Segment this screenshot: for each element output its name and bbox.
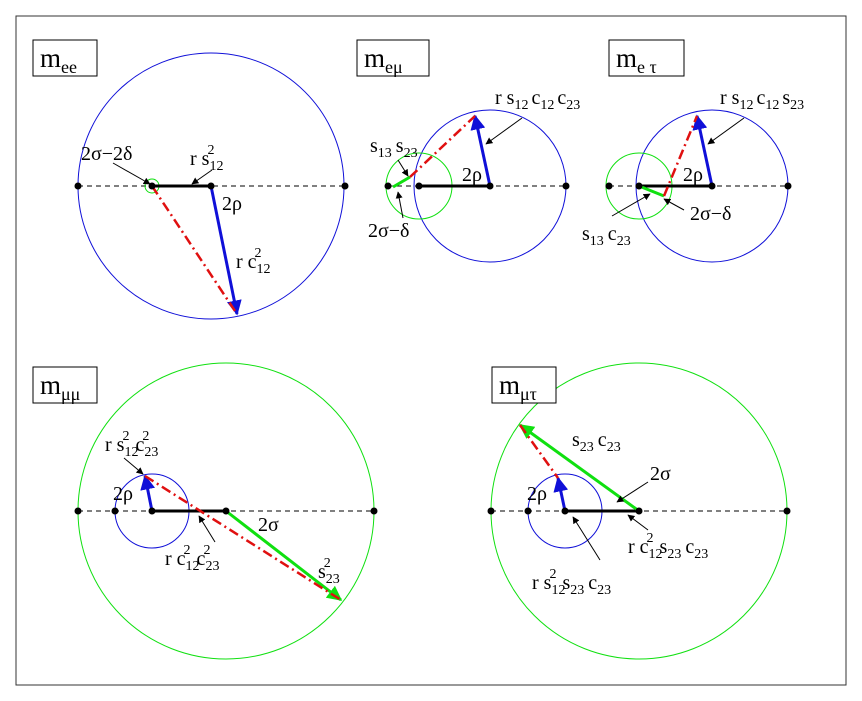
axis-point xyxy=(562,182,570,190)
panel-title: mμτ xyxy=(499,370,537,404)
panel-title: meμ xyxy=(364,43,403,77)
panel-title-box xyxy=(32,366,98,404)
panel-title-box xyxy=(608,39,685,77)
pointer-line xyxy=(198,515,216,543)
pointer-line xyxy=(191,169,213,185)
axis-point xyxy=(708,182,716,190)
pointer-line xyxy=(123,457,144,475)
panel-title-box xyxy=(491,366,557,404)
panel-title: mμμ xyxy=(40,370,80,404)
vector-s13c23 xyxy=(638,184,665,198)
label-sigma: 2σ xyxy=(258,514,279,536)
resultant-vector xyxy=(518,424,560,479)
vector-top xyxy=(140,474,156,512)
pointer-line xyxy=(707,117,745,145)
panel-title: me τ xyxy=(616,43,657,77)
pointer-line xyxy=(616,481,649,503)
label-angle: 2σ−δ xyxy=(368,220,409,242)
pointer-line xyxy=(572,516,601,561)
label-rho: 2ρ xyxy=(462,164,482,186)
figure-frame xyxy=(15,15,847,686)
axis-point xyxy=(561,507,569,515)
vector-top xyxy=(692,114,714,187)
pointer-line xyxy=(611,193,651,217)
axis-point xyxy=(370,507,378,515)
label-rc12: r c122 xyxy=(236,246,271,277)
label-rho: 2ρ xyxy=(527,483,547,505)
axis-point xyxy=(111,507,119,515)
axis-point xyxy=(415,182,423,190)
resultant-vector xyxy=(662,115,699,197)
resultant-vector xyxy=(144,474,342,602)
label-rho: 2ρ xyxy=(113,483,133,505)
panel-title-box xyxy=(356,39,430,77)
label-angle: 2σ−2δ xyxy=(81,143,132,165)
axis-point xyxy=(384,182,392,190)
label-rho: 2ρ xyxy=(222,193,242,215)
label-rho: 2ρ xyxy=(683,164,703,186)
panel-title: mee xyxy=(40,43,77,77)
label-angle: 2σ−δ xyxy=(690,203,731,225)
axis-point xyxy=(148,507,156,515)
vector-sigma xyxy=(225,509,343,602)
pointer-line xyxy=(395,191,404,219)
axis-point xyxy=(486,182,494,190)
pointer-line xyxy=(397,159,409,177)
pointer-line xyxy=(112,162,151,185)
label-sigma: 2σ xyxy=(650,463,671,485)
axis-point xyxy=(784,182,792,190)
vector-rc12 xyxy=(209,185,242,316)
axis-point xyxy=(74,182,82,190)
axis-point xyxy=(605,182,613,190)
pointer-line xyxy=(627,514,649,531)
axis-point xyxy=(635,507,643,515)
panel-mee: mee 2σ−2δ r s122 2ρ r c122 xyxy=(32,39,349,320)
vector-s13s23 xyxy=(392,175,411,189)
pointer-line xyxy=(485,117,523,145)
vector-top xyxy=(470,114,492,187)
axis-point xyxy=(341,182,349,190)
axis-point xyxy=(783,507,791,515)
axis-point xyxy=(207,182,215,190)
axis-point xyxy=(222,507,230,515)
panel-title-box xyxy=(32,39,98,77)
axis-point xyxy=(487,507,495,515)
label-s23: s232 xyxy=(318,556,340,587)
axis-point xyxy=(524,507,532,515)
axis-point xyxy=(74,507,82,515)
vector-rs12 xyxy=(553,476,569,512)
label-rs12: r s122 xyxy=(190,143,223,174)
resultant-vector xyxy=(409,115,476,178)
resultant-vector xyxy=(150,185,239,315)
axis-point xyxy=(635,182,643,190)
pointer-line xyxy=(663,198,685,211)
